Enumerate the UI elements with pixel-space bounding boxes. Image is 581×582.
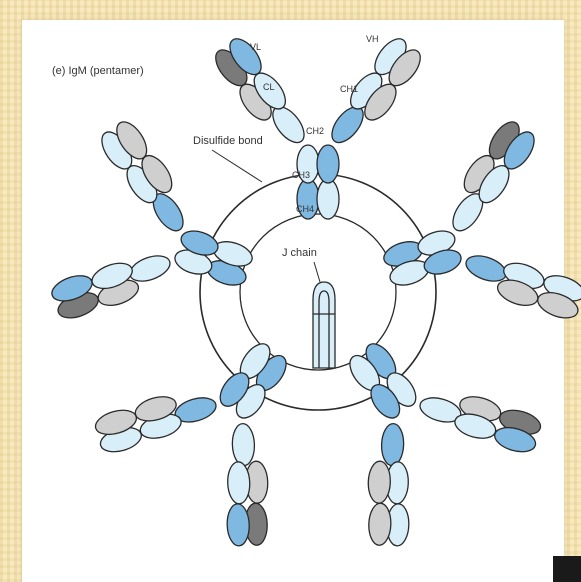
ch2-label: CH2 — [306, 126, 324, 136]
disulfide-label: Disulfide bond — [193, 135, 263, 147]
ch3-label: CH3 — [292, 170, 310, 180]
cl-label: CL — [263, 82, 275, 92]
corner-mark — [553, 556, 581, 582]
vl-label: VL — [250, 42, 261, 52]
monomer-right — [353, 108, 581, 374]
j-chain — [313, 282, 335, 368]
vh-label: VH — [366, 34, 379, 44]
j-chain-label: J chain — [282, 247, 317, 259]
monomer-left — [38, 108, 282, 374]
disulfide-leader — [212, 150, 262, 182]
ch1-label: CH1 — [340, 84, 358, 94]
figure-title: (e) IgM (pentamer) — [52, 65, 144, 77]
ch4-label: CH4 — [296, 204, 314, 214]
